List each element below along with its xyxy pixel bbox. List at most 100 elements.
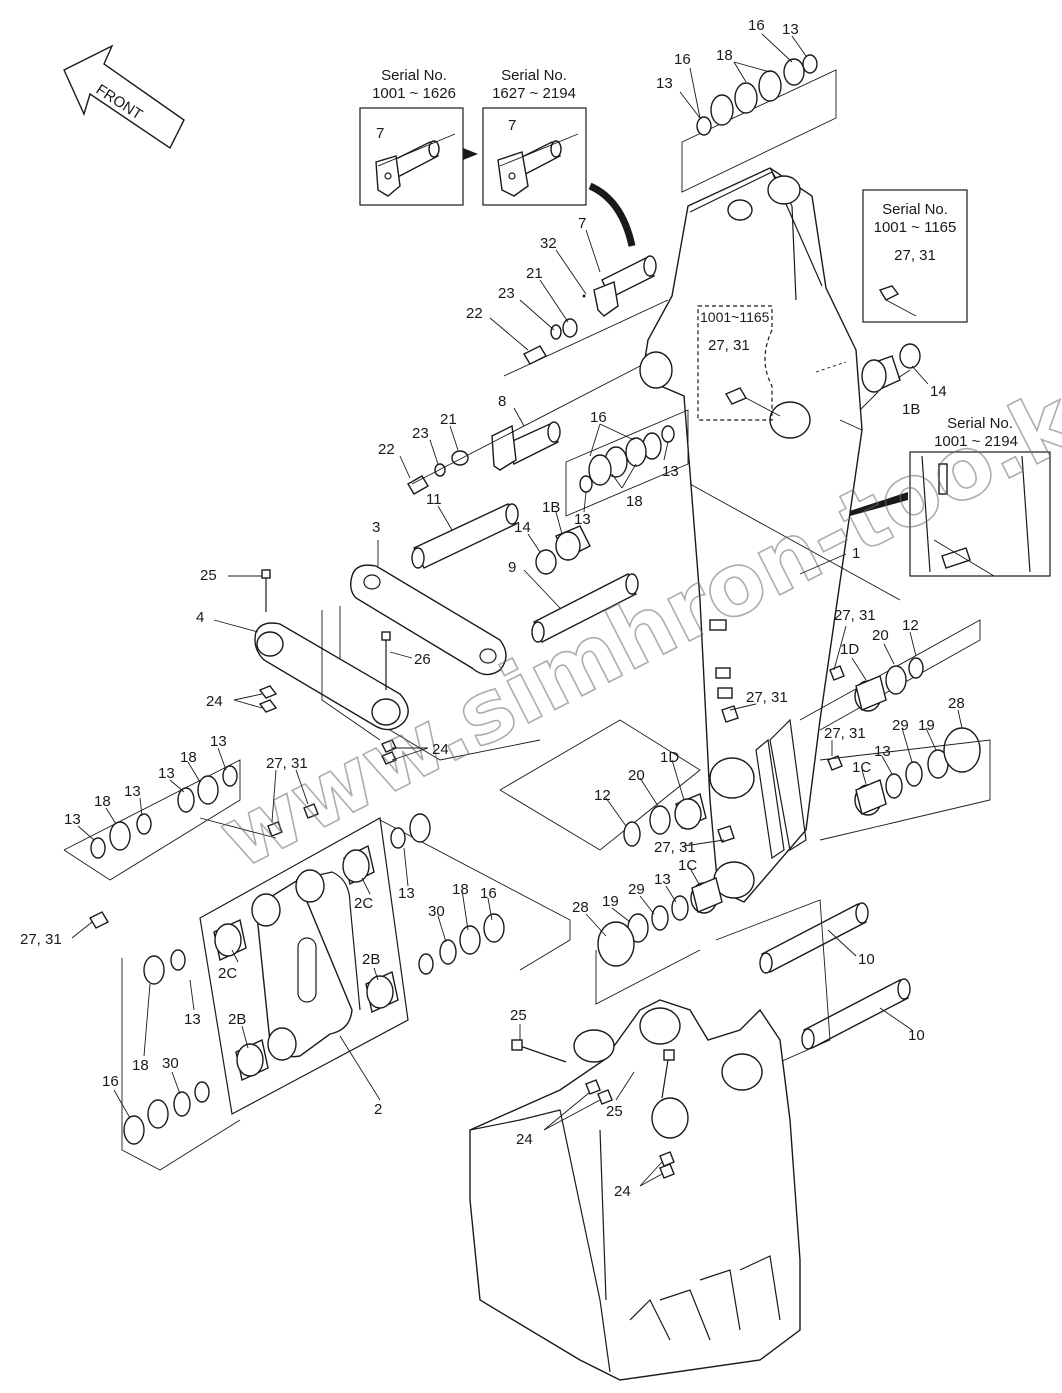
inset-pin-a-title2: 1001 ~ 1626 [372, 85, 456, 102]
link-2 [199, 803, 409, 1115]
callout-13-c: 13 [662, 463, 679, 480]
inset-grease-mid-frame [697, 305, 773, 421]
callout-labels: 16 13 16 18 13 7 32 21 23 22 1B 14 8 21 … [20, 17, 965, 1200]
inset-grease-top-callout: 27, 31 [894, 247, 936, 264]
callout-2c-b: 2C [354, 895, 373, 912]
callout-2b-a: 2B [362, 951, 380, 968]
inset-grease-mid-callout: 27, 31 [708, 337, 750, 354]
inset-arrow [463, 148, 478, 160]
callout-20-a: 20 [872, 627, 889, 644]
callout-28-b: 28 [572, 899, 589, 916]
inset-pin-b-frame [482, 107, 587, 206]
callout-21-b: 21 [440, 411, 457, 428]
callout-2c-a: 2C [218, 965, 237, 982]
callout-22-b: 22 [378, 441, 395, 458]
callout-13-b: 13 [656, 75, 673, 92]
change-arrow-curve [588, 182, 636, 247]
inset-pad-title1: Serial No. [947, 415, 1013, 432]
top-shim-stack [681, 54, 837, 193]
callout-2b-b: 2B [228, 1011, 246, 1028]
callout-13-i: 13 [124, 783, 141, 800]
left-shim-stack [63, 759, 241, 881]
inset-pin-a-title1: Serial No. [381, 67, 447, 84]
callout-4: 4 [196, 609, 204, 626]
callout-27-31-a: 27, 31 [834, 607, 876, 624]
callout-16-d: 16 [480, 885, 497, 902]
inset-pad-title2: 1001 ~ 2194 [934, 433, 1018, 450]
callout-27-31-f: 27, 31 [20, 931, 62, 948]
callout-32: 32 [540, 235, 557, 252]
inset-pin-b-callout: 7 [508, 117, 516, 134]
lower-left-shims [89, 911, 241, 1171]
callout-16-e: 16 [102, 1073, 119, 1090]
callout-13-j: 13 [64, 811, 81, 828]
watermark: www.simhron-too.kz [204, 348, 1062, 889]
callout-16-c: 16 [590, 409, 607, 426]
front-arrow: FRONT [63, 44, 185, 150]
callout-12-a: 12 [902, 617, 919, 634]
inset-pin-a: Serial No. 1001 ~ 1626 7 [359, 67, 464, 206]
callout-13-d: 13 [574, 511, 591, 528]
inset-pin-a-callout: 7 [376, 125, 384, 142]
callout-18-d: 18 [94, 793, 111, 810]
callout-1: 1 [852, 545, 860, 562]
callout-23-a: 23 [498, 285, 515, 302]
bucket [469, 999, 801, 1381]
callout-13-f: 13 [654, 871, 671, 888]
callout-13-g: 13 [210, 733, 227, 750]
inset-pin-b-title1: Serial No. [501, 67, 567, 84]
callout-20-b: 20 [628, 767, 645, 784]
callout-24-d: 24 [614, 1183, 631, 1200]
callout-2: 2 [374, 1101, 382, 1118]
link-3 [339, 564, 541, 761]
callout-9: 9 [508, 559, 516, 576]
inset-grease-top: Serial No. 1001 ~ 1165 27, 31 [862, 189, 968, 323]
callout-1d-a: 1D [840, 641, 859, 658]
callout-28-a: 28 [948, 695, 965, 712]
inset-pad-frame [909, 451, 1051, 577]
callout-10-a: 10 [858, 951, 875, 968]
inset-grease-top-title1: Serial No. [882, 201, 948, 218]
inset-pin-b-title2: 1627 ~ 2194 [492, 85, 576, 102]
callout-1b-right: 1B [902, 401, 920, 418]
leader-lines [71, 33, 963, 1187]
callout-27-31-c: 27, 31 [824, 725, 866, 742]
callout-11: 11 [426, 491, 442, 508]
callout-18-c: 18 [180, 749, 197, 766]
callout-13-a: 13 [782, 21, 799, 38]
callout-1b-left: 1B [542, 499, 560, 516]
callout-18-f: 18 [132, 1057, 149, 1074]
callout-22-a: 22 [466, 305, 483, 322]
pin-8 [407, 365, 641, 495]
inset-pad: Serial No. 1001 ~ 2194 [909, 415, 1051, 577]
mid-shim-stack [565, 409, 689, 517]
inset-grease-mid: 1001~1165 27, 31 [697, 305, 781, 421]
inset-grease-top-title2: 1001 ~ 1165 [874, 219, 957, 236]
callout-3: 3 [372, 519, 380, 536]
callout-14-left: 14 [514, 519, 531, 536]
callout-24-b: 24 [432, 741, 449, 758]
callout-1c-a: 1C [852, 759, 871, 776]
callout-26: 26 [414, 651, 431, 668]
link2-right-shims [379, 813, 571, 975]
callout-18-b: 18 [626, 493, 643, 510]
bushing-1b-right [815, 343, 921, 393]
callout-13-e: 13 [874, 743, 891, 760]
callout-10-b: 10 [908, 1027, 925, 1044]
callout-23-b: 23 [412, 425, 429, 442]
callout-13-l: 13 [184, 1011, 201, 1028]
pin-9 [531, 573, 639, 643]
bushing-1b-left [535, 525, 591, 575]
callout-12-b: 12 [594, 787, 611, 804]
link-4 [254, 569, 409, 765]
callout-29-a: 29 [892, 717, 909, 734]
callout-24-c: 24 [516, 1131, 533, 1148]
callout-1c-b: 1C [678, 857, 697, 874]
callout-24-a: 24 [206, 693, 223, 710]
callout-29-b: 29 [628, 881, 645, 898]
callout-13-k: 13 [398, 885, 415, 902]
callout-16-b: 16 [674, 51, 691, 68]
inset-grease-mid-title: 1001~1165 [700, 309, 770, 325]
inset-pin-b: Serial No. 1627 ~ 2194 7 [482, 67, 587, 206]
